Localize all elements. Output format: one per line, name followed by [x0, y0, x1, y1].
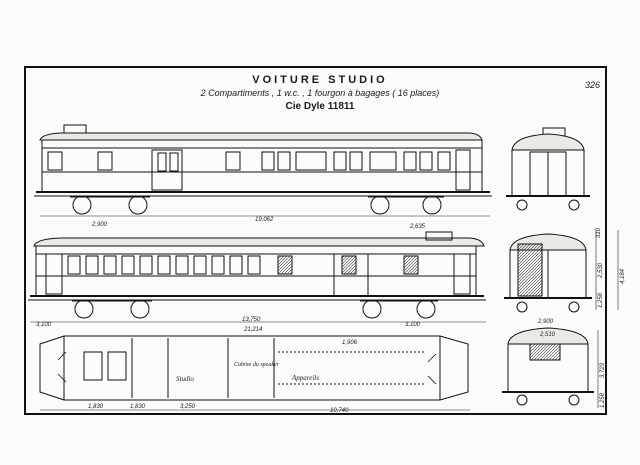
dim-end-total: 4,184 [620, 268, 626, 284]
cross-section [502, 327, 594, 406]
dim-plan-right: 3,100 [405, 322, 421, 328]
dim-plan-left: 3,100 [36, 322, 52, 328]
floor-plan [39, 335, 469, 401]
room-appareils: Appareils [291, 374, 319, 382]
dim-plan-small-a: 1,830 [88, 404, 104, 410]
drawing-frame [24, 66, 607, 415]
dim-plan-small-b: 1,830 [130, 404, 146, 410]
dim-side-gap: 2,635 [409, 224, 426, 230]
dim-plan-upper-a: 1,906 [342, 340, 358, 346]
side-elevation-middle [28, 231, 486, 319]
room-studio: Studio [176, 375, 194, 383]
page-number: 326 [584, 80, 600, 90]
roof-vent [63, 124, 87, 134]
drawing-title: VOITURE STUDIO [252, 74, 388, 86]
drawing-builder: Cie Dyle 11811 [285, 101, 355, 112]
dim-side-length: 19,062 [255, 217, 274, 223]
dim-plan-total: 21,214 [243, 327, 263, 333]
dim-plan-total-top: 13,750 [242, 317, 261, 323]
dim-plan-small-c: 3,250 [180, 404, 196, 410]
drawing-subtitle: 2 Compartiments , 1 w.c. , 1 fourgon à b… [200, 88, 440, 98]
dim-end-upper: 2,530 [598, 262, 604, 279]
side-elevation-top [34, 124, 492, 215]
dim-end-top: 310 [596, 227, 602, 238]
end-view-top [506, 127, 590, 211]
dim-section-height: 3,723 [600, 362, 606, 378]
dim-end-lower: 1,258 [598, 292, 604, 308]
dim-end-width-inner: 2,510 [539, 332, 556, 338]
dim-plan-bottom-total: 10,740 [330, 408, 349, 414]
dim-end-width: 2,900 [537, 319, 554, 325]
end-section-middle [504, 233, 592, 313]
room-cabine: Cabine du speaker [234, 362, 280, 368]
dim-section-lower: 1,258 [600, 392, 606, 408]
dim-side-wheelbase: 2,900 [91, 222, 108, 228]
